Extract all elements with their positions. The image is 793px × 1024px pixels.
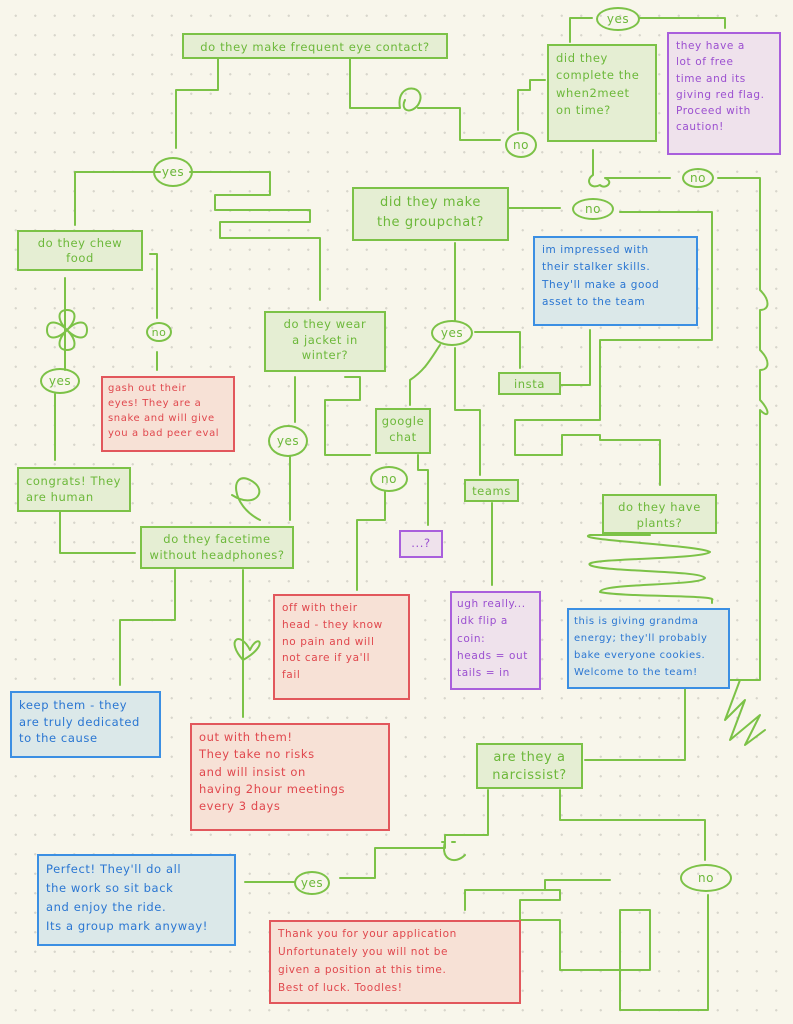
connector-no-narcissist [584,177,769,761]
result-off-with-head: off with their head - they know no pain … [273,594,410,700]
connector-yes-google [409,344,441,406]
flower-icon [46,309,88,351]
result-out-with-them: out with them! They take no risks and wi… [190,723,390,831]
option-insta: insta [498,372,561,395]
result-congrats: congrats! They are human [17,467,131,512]
connector-when2meet-yes [569,17,726,43]
connector-eye-no [349,57,501,141]
connector-yes-jacket [189,171,321,301]
question-facetime: do they facetime without headphones? [140,526,294,569]
result-thank-you: Thank you for your application Unfortuna… [269,920,521,1004]
answer-yes-chew: yes [40,368,80,394]
answer-no-jacket: no [370,466,408,492]
answer-yes-eye-contact: yes [153,157,193,187]
connector-insta-impressed [559,329,591,386]
question-jacket: do they wear a jacket in winter? [264,311,386,372]
answer-yes-jacket: yes [268,425,308,457]
smile-icon [441,841,466,862]
result-perfect: Perfect! They'll do all the work so sit … [37,854,236,946]
result-impressed: im impressed with their stalker skills. … [533,236,698,326]
connector-no-when2meet [517,79,546,131]
connector-no-thank [464,879,709,1011]
connector-yes-insta [474,331,521,369]
connector-facetime-keep [119,569,176,686]
connector-no-impressed [514,211,713,486]
question-eye-contact: do they make frequent eye contact? [182,33,448,59]
answer-no-eye-contact: no [505,132,537,158]
connector-no-off [356,491,386,591]
answer-no-when2meet: no [682,168,714,188]
result-keep: keep them - they are truly dedicated to … [10,691,161,758]
connector-narcissist-yes [339,789,489,879]
connector-plants-grandma [586,534,714,604]
question-plants: do they have plants? [602,494,717,534]
question-when2meet: did they complete the when2meet on time? [547,44,657,142]
option-teams: teams [464,479,519,502]
connector-when2meet-no [588,149,671,188]
question-groupchat: did they make the groupchat? [352,187,509,241]
connector-yes-chew [74,171,161,226]
connector-narcissist-no [559,789,706,861]
connector-facetime-out [233,569,261,718]
answer-no-narcissist: no [680,864,732,892]
answer-yes-when2meet: yes [596,7,640,31]
connector-chew-no [149,253,158,371]
question-chew-food: do they chew food [17,230,143,271]
result-gash: gash out their eyes! They are a snake an… [101,376,235,452]
result-grandma: this is giving grandma energy; they'll p… [567,608,730,689]
connector-yes-teams [454,347,481,476]
result-free-time: they have a lot of free time and its giv… [667,32,781,155]
connector-yes-facetime [231,455,291,521]
connector-eye-yes [175,57,219,149]
answer-no-chew: no [146,322,172,342]
answer-yes-groupchat: yes [431,320,473,346]
connector-congrats-facetime [59,510,136,554]
result-dots: ...? [399,530,443,558]
option-google-chat: google chat [375,408,431,454]
answer-no-groupchat: no [572,198,614,220]
result-flip-coin: ugh really... idk flip a coin: heads = o… [450,591,541,690]
connector-jacket-no [324,376,371,456]
connector-google-dots [417,454,429,526]
answer-yes-narcissist: yes [294,871,330,895]
question-narcissist: are they a narcissist? [476,743,583,789]
